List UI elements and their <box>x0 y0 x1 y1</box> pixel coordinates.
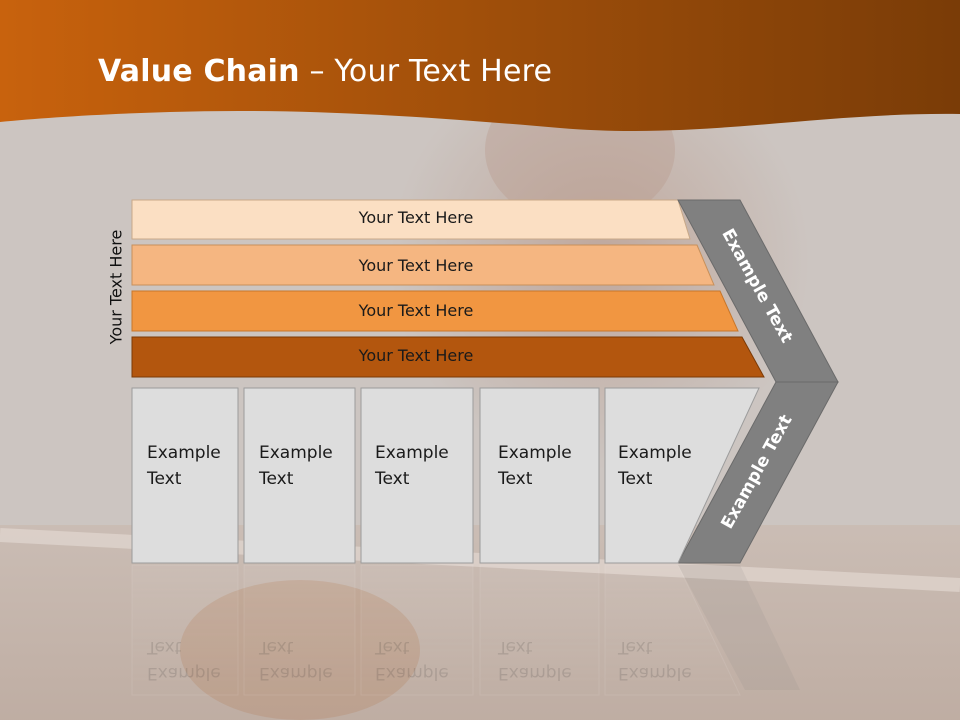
title-bold: Value Chain <box>98 54 300 89</box>
band-shape-4 <box>131 336 765 378</box>
box-reflection-4: Example Text <box>498 637 572 683</box>
box-label-2: Example Text <box>259 443 333 489</box>
box-reflection-2: Example Text <box>259 637 333 683</box>
box-shape-5 <box>604 387 760 564</box>
box-label-3: Example Text <box>375 443 449 489</box>
box-shape-4 <box>479 387 600 564</box>
reflection <box>131 564 800 696</box>
box-label-4: Example Text <box>498 443 572 489</box>
title-rest: – Your Text Here <box>299 54 553 89</box>
box-shape-3 <box>360 387 474 564</box>
chevron-lower-shape <box>677 381 839 564</box>
header-band <box>0 0 960 132</box>
side-label: Your Text Here <box>106 229 126 345</box>
band-shape-1 <box>131 199 691 240</box>
box-label-1: Example Text <box>147 443 221 489</box>
box-reflection-1: Example Text <box>147 637 221 683</box>
band-label-1: Your Text Here <box>358 208 474 227</box>
band-shape-2 <box>131 244 715 286</box>
band-label-4: Your Text Here <box>358 346 474 365</box>
box-label-5: Example Text <box>618 443 692 489</box>
box-shape-1 <box>131 387 239 564</box>
box-shape-2 <box>243 387 356 564</box>
band-label-3: Your Text Here <box>358 301 474 320</box>
band-label-2: Your Text Here <box>358 256 474 275</box>
box-reflection-3: Example Text <box>375 637 449 683</box>
band-shape-3 <box>131 290 739 332</box>
box-reflection-5: Example Text <box>618 637 692 683</box>
slide-title: Value Chain – Your Text Here <box>98 54 552 89</box>
